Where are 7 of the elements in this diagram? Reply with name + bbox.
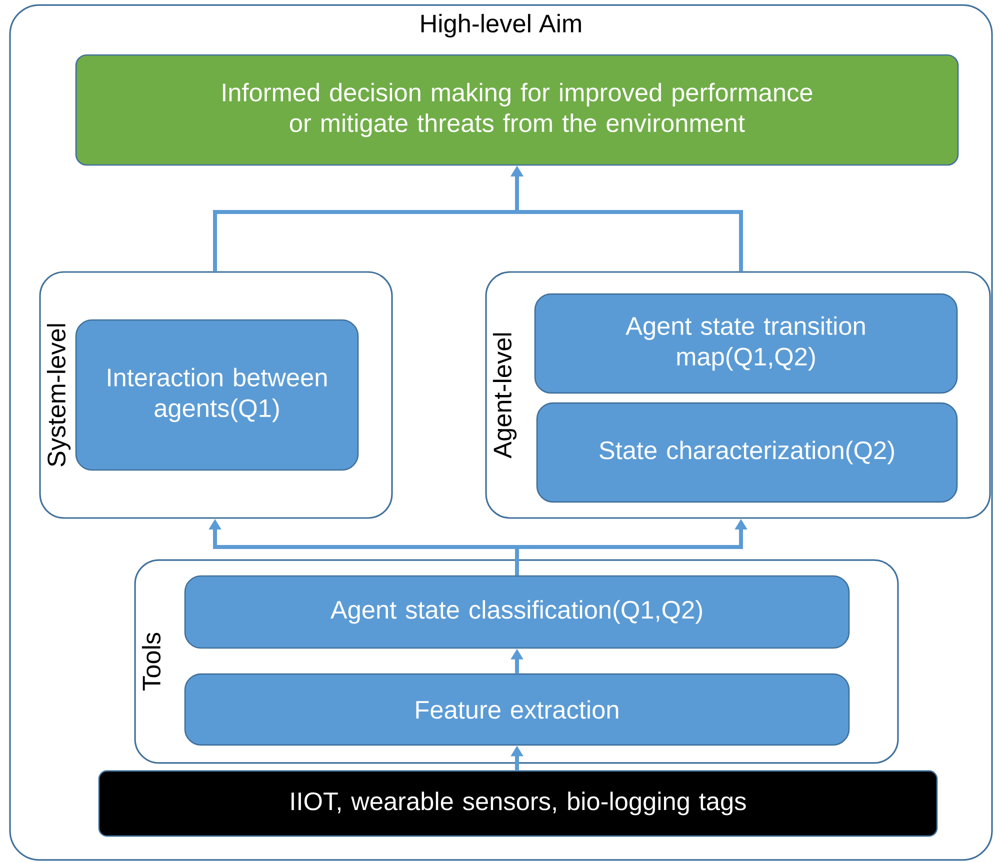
process-box: Agent state classification(Q1,Q2) [184, 575, 850, 649]
process-box: Agent state transition map(Q1,Q2) [534, 293, 958, 394]
process-box: State characterization(Q2) [536, 402, 958, 503]
goal-box: Informed decision making for improved performance or mitigate threats from the environment [75, 54, 959, 166]
process-box: Feature extraction [184, 673, 850, 746]
source-box: IIOT, wearable sensors, bio-logging tags [98, 770, 938, 837]
process-box: Interaction between agents(Q1) [75, 319, 359, 471]
